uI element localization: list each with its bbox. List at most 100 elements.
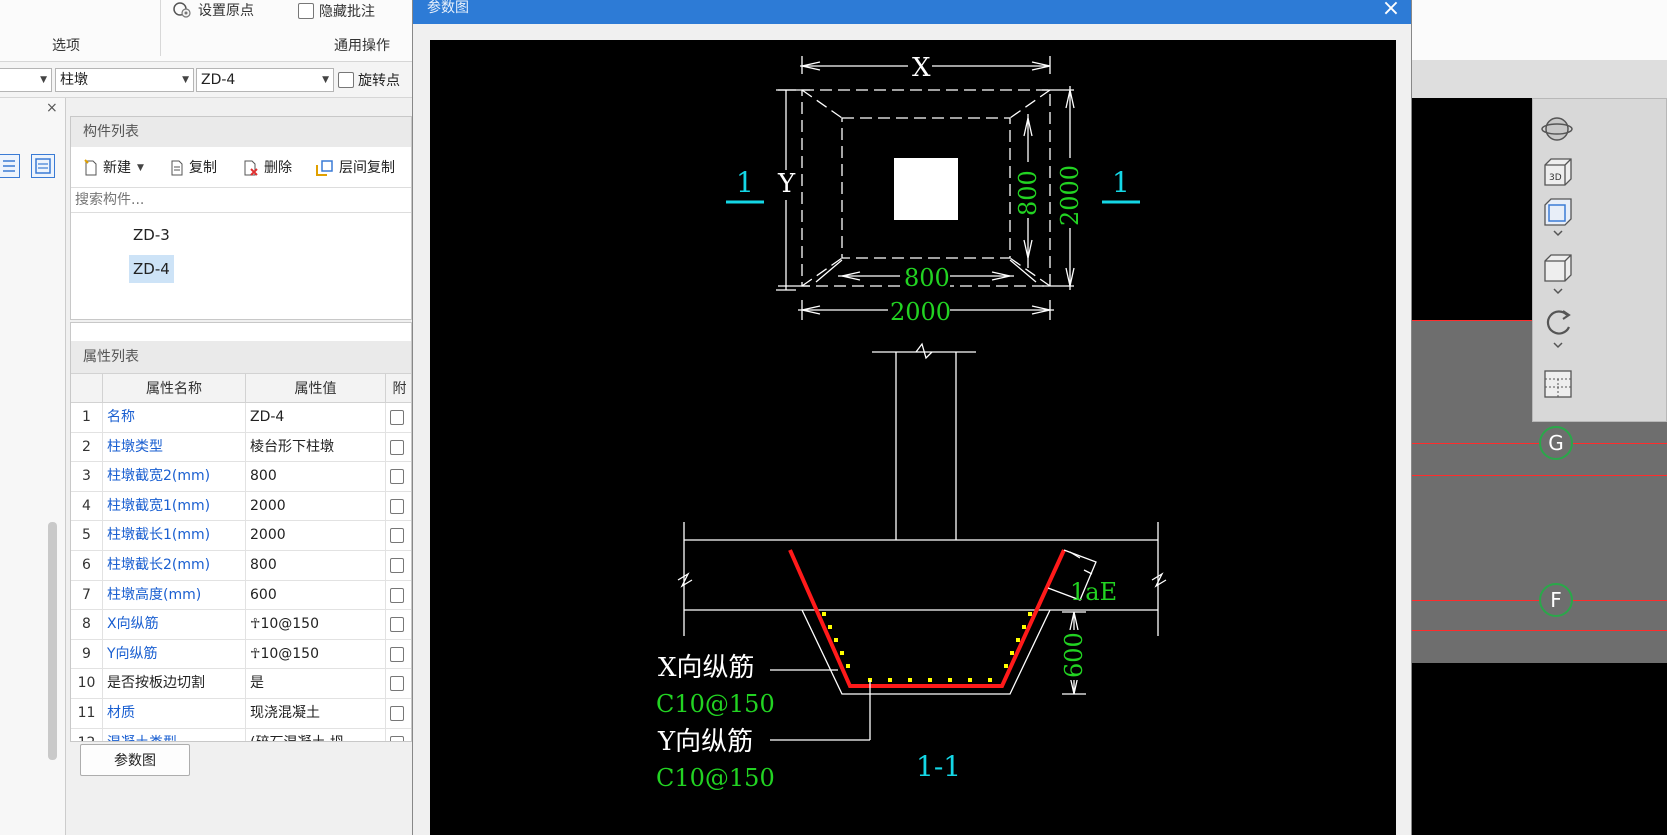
property-value[interactable]: 800 bbox=[246, 462, 386, 492]
header-attach: 附 bbox=[392, 381, 407, 397]
property-value[interactable]: 现浇混凝土 bbox=[246, 699, 386, 728]
copy-component-button[interactable]: 复制 bbox=[169, 155, 217, 181]
header-name: 属性名称 bbox=[103, 374, 246, 404]
attach-checkbox[interactable] bbox=[390, 735, 404, 741]
property-value[interactable]: 800 bbox=[246, 551, 386, 580]
plan-x-label: X bbox=[912, 53, 931, 83]
attach-cell bbox=[386, 729, 411, 741]
rotate-view-button[interactable] bbox=[1541, 305, 1575, 353]
attach-checkbox[interactable] bbox=[390, 587, 404, 603]
attach-checkbox[interactable] bbox=[390, 706, 404, 721]
header-index bbox=[71, 374, 103, 404]
attach-cell bbox=[386, 521, 411, 550]
category-select[interactable]: 柱墩 ▼ bbox=[55, 68, 194, 92]
delete-icon bbox=[244, 160, 258, 176]
view-mode-button[interactable] bbox=[1541, 195, 1575, 241]
param-diagram-dialog: 参数图 × .w { stroke: #fff; stroke-width: 1… bbox=[412, 0, 1412, 835]
property-value[interactable]: 棱台形下柱墩 bbox=[246, 432, 386, 462]
table-row[interactable]: 12混凝土类型(碎石混凝土 坍 bbox=[71, 728, 411, 741]
property-value[interactable]: ZD-4 bbox=[246, 403, 386, 432]
hide-annotation-box[interactable] bbox=[298, 3, 314, 19]
property-value[interactable]: ☥10@150 bbox=[246, 610, 386, 640]
attach-checkbox[interactable] bbox=[390, 410, 404, 425]
attach-cell bbox=[386, 581, 411, 610]
floor-copy-label: 层间复制 bbox=[339, 160, 395, 176]
height-dim-label: 600 bbox=[1060, 632, 1088, 678]
attach-checkbox[interactable] bbox=[390, 498, 404, 514]
attach-checkbox[interactable] bbox=[390, 558, 404, 573]
set-origin-button[interactable]: 设置原点 bbox=[172, 0, 254, 22]
wireframe-view-button[interactable] bbox=[1541, 251, 1575, 299]
attach-cell bbox=[386, 699, 411, 728]
ribbon: 设置原点 隐藏批注 选项 通用操作 bbox=[0, 0, 412, 62]
attach-checkbox[interactable] bbox=[390, 646, 404, 662]
close-icon[interactable]: × bbox=[1381, 0, 1401, 21]
orbit-button[interactable] bbox=[1541, 113, 1573, 149]
section-title: 1-1 bbox=[916, 750, 961, 783]
list-item[interactable]: ZD-3 bbox=[133, 226, 170, 244]
property-value[interactable]: 600 bbox=[246, 580, 386, 610]
param-diagram-button[interactable]: 参数图 bbox=[80, 744, 190, 776]
search-component-input[interactable] bbox=[71, 187, 411, 213]
layout-settings-button[interactable] bbox=[1541, 367, 1575, 405]
dim-inner-length: 800 bbox=[1014, 170, 1042, 216]
x-rebar-value: C10@150 bbox=[656, 690, 775, 718]
component-toolbar: 新建 ▼ 复制 删除 层间复制 bbox=[71, 155, 411, 181]
property-value[interactable]: 2000 bbox=[246, 491, 386, 521]
rotate-icon bbox=[1546, 310, 1571, 349]
list-view-button[interactable] bbox=[0, 154, 20, 178]
hide-annotation-checkbox[interactable]: 隐藏批注 bbox=[298, 0, 375, 23]
property-value[interactable]: 2000 bbox=[246, 521, 386, 551]
dialog-title-bar[interactable]: 参数图 × bbox=[413, 0, 1411, 24]
row-index: 3 bbox=[71, 462, 103, 492]
property-value[interactable]: 是 bbox=[246, 669, 386, 699]
delete-component-button[interactable]: 删除 bbox=[242, 155, 292, 181]
property-value[interactable]: ☥10@150 bbox=[246, 639, 386, 669]
copy-component-label: 复制 bbox=[189, 160, 217, 176]
component-select[interactable]: ZD-4 ▼ bbox=[196, 68, 334, 92]
ribbon-separator bbox=[160, 0, 161, 56]
attach-checkbox[interactable] bbox=[390, 439, 404, 455]
attach-cell bbox=[386, 551, 411, 580]
dim-inner-width: 800 bbox=[904, 264, 950, 292]
property-name: 柱墩截长2(mm) bbox=[103, 551, 246, 580]
grid-line bbox=[1412, 630, 1667, 631]
property-value[interactable]: (碎石混凝土 坍 bbox=[246, 728, 386, 741]
attach-checkbox[interactable] bbox=[390, 528, 404, 544]
property-name: 柱墩高度(mm) bbox=[103, 580, 246, 610]
new-component-button[interactable]: 新建 ▼ bbox=[83, 155, 144, 181]
property-name: 名称 bbox=[103, 403, 246, 432]
floor-copy-button[interactable]: 层间复制 bbox=[315, 155, 395, 181]
close-icon[interactable]: × bbox=[46, 100, 58, 116]
view-3d-button[interactable]: 3D bbox=[1541, 155, 1575, 193]
vertical-scrollbar[interactable] bbox=[48, 522, 57, 760]
attach-cell bbox=[386, 403, 411, 432]
list-item-selected[interactable]: ZD-4 bbox=[129, 255, 174, 283]
attach-checkbox[interactable] bbox=[390, 469, 404, 485]
detail-view-button[interactable] bbox=[31, 154, 55, 178]
row-index: 1 bbox=[71, 403, 103, 432]
component-list-panel: 构件列表 新建 ▼ 复制 删除 bbox=[70, 116, 412, 320]
attach-checkbox[interactable] bbox=[390, 617, 404, 633]
background-drawing-canvas[interactable]: G F 3D bbox=[1412, 98, 1667, 835]
attach-checkbox[interactable] bbox=[390, 676, 404, 692]
header-value: 属性值 bbox=[246, 374, 386, 404]
selector-row: ▼ 柱墩 ▼ ZD-4 ▼ 旋转点 bbox=[0, 62, 412, 98]
rotate-point-box[interactable] bbox=[338, 72, 354, 88]
component-list-title: 构件列表 bbox=[71, 117, 411, 147]
floor-select[interactable]: ▼ bbox=[0, 68, 52, 92]
rotate-point-checkbox[interactable]: 旋转点 bbox=[338, 70, 400, 90]
background-tab-row bbox=[1412, 60, 1667, 98]
new-component-label: 新建 bbox=[103, 160, 131, 176]
